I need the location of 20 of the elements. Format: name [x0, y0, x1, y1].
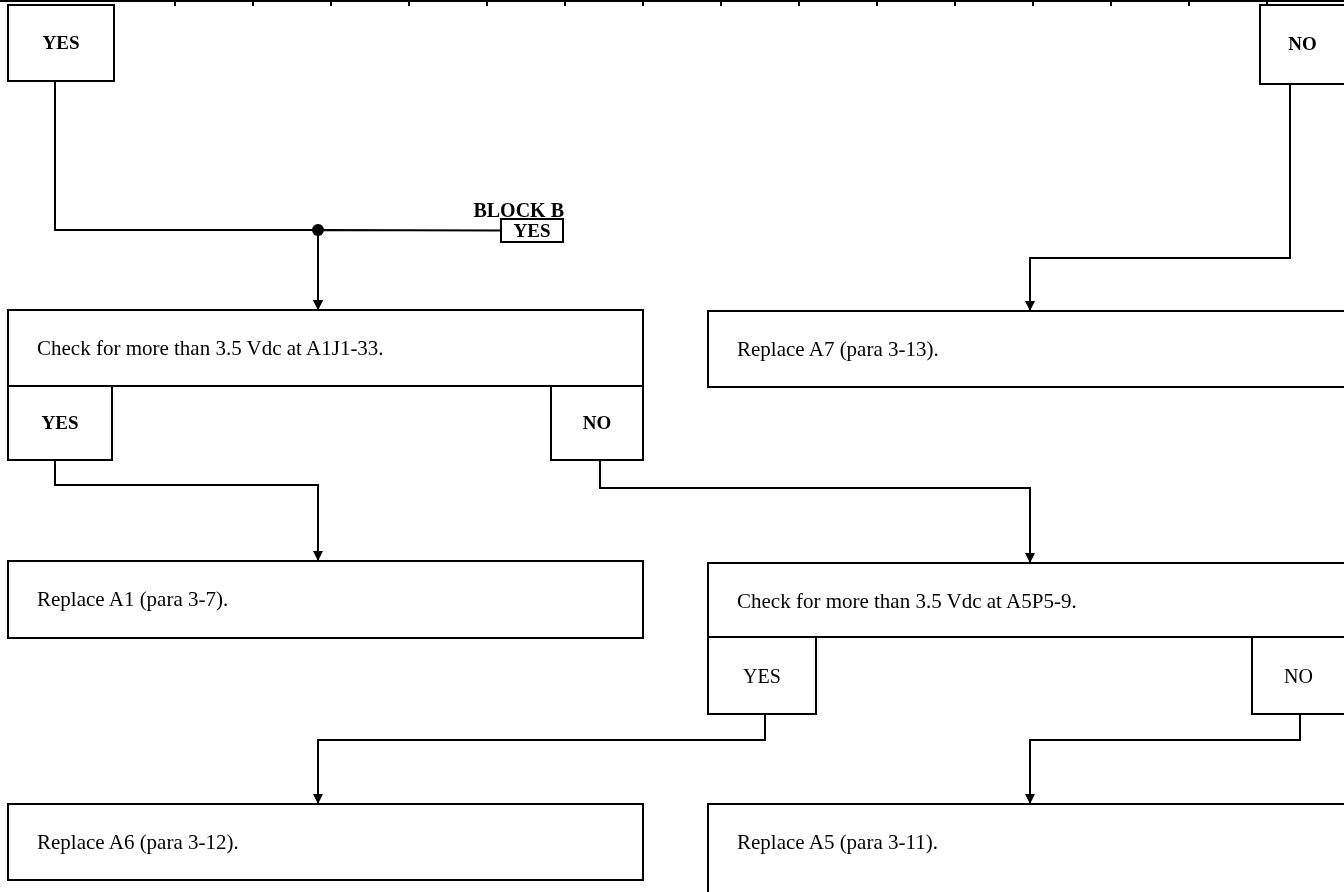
process-box: Replace A1 (para 3-7). — [7, 560, 644, 639]
connector-arrow — [54, 460, 323, 561]
answer-tag: NO — [1251, 636, 1344, 715]
connector-arrow — [313, 714, 766, 804]
process-box: Check for more than 3.5 Vdc at A1J1-33. — [7, 309, 644, 387]
connector-arrow — [1025, 84, 1291, 311]
answer-tag: YES — [500, 218, 564, 243]
answer-tag: YES — [7, 385, 113, 461]
process-box: Replace A5 (para 3-11). — [707, 803, 1344, 892]
process-box: Replace A7 (para 3-13). — [707, 310, 1344, 388]
process-box: Check for more than 3.5 Vdc at A5P5-9. — [707, 562, 1344, 638]
answer-tag: NO — [550, 385, 644, 461]
connector-arrow — [599, 460, 1035, 563]
answer-tag: NO — [1259, 4, 1344, 85]
block-heading: BLOCK B — [473, 200, 564, 220]
connector-arrow — [1025, 714, 1301, 804]
connector-arrow — [313, 229, 501, 310]
answer-tag: YES — [7, 4, 115, 82]
process-box: Replace A6 (para 3-12). — [7, 803, 644, 881]
answer-tag: YES — [707, 636, 817, 715]
